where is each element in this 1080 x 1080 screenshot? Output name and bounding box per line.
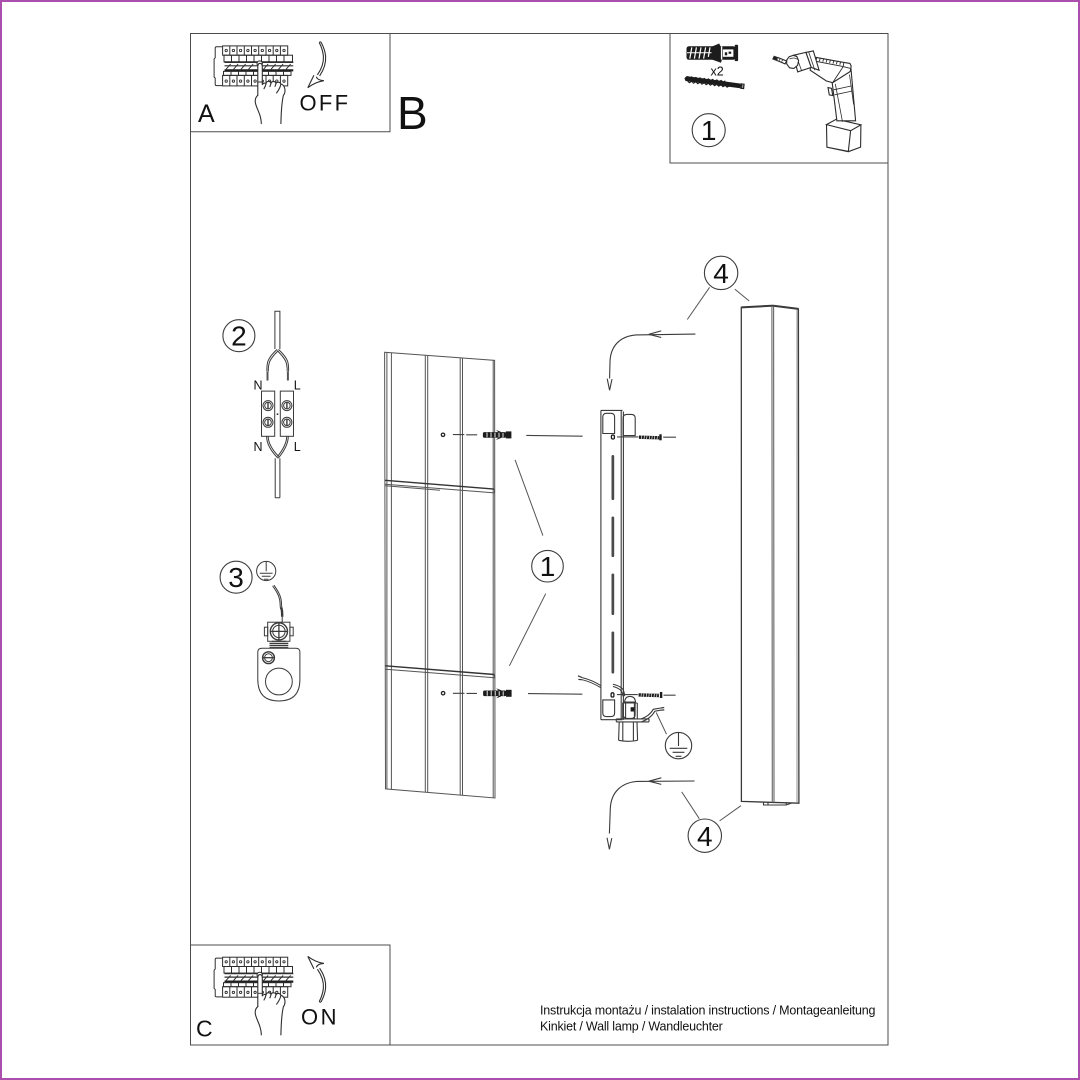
svg-text:1: 1 — [540, 551, 556, 582]
svg-text:1: 1 — [701, 115, 717, 146]
svg-text:Kinkiet / Wall lamp / Wandleuc: Kinkiet / Wall lamp / Wandleuchter — [540, 1020, 723, 1034]
svg-text:3: 3 — [228, 562, 244, 593]
svg-text:N: N — [254, 440, 263, 454]
svg-text:L: L — [294, 440, 301, 454]
svg-text:4: 4 — [713, 258, 729, 289]
svg-text:B: B — [397, 87, 428, 139]
svg-text:x2: x2 — [711, 65, 724, 79]
svg-text:L: L — [294, 379, 301, 393]
svg-text:ON: ON — [301, 1005, 339, 1030]
svg-text:N: N — [254, 379, 263, 393]
svg-text:C: C — [196, 1016, 213, 1042]
svg-text:Instrukcja montażu / instalati: Instrukcja montażu / instalation instruc… — [540, 1004, 876, 1018]
svg-text:OFF: OFF — [300, 91, 351, 116]
svg-text:2: 2 — [231, 321, 247, 352]
svg-text:A: A — [198, 100, 215, 128]
svg-text:4: 4 — [697, 821, 713, 852]
